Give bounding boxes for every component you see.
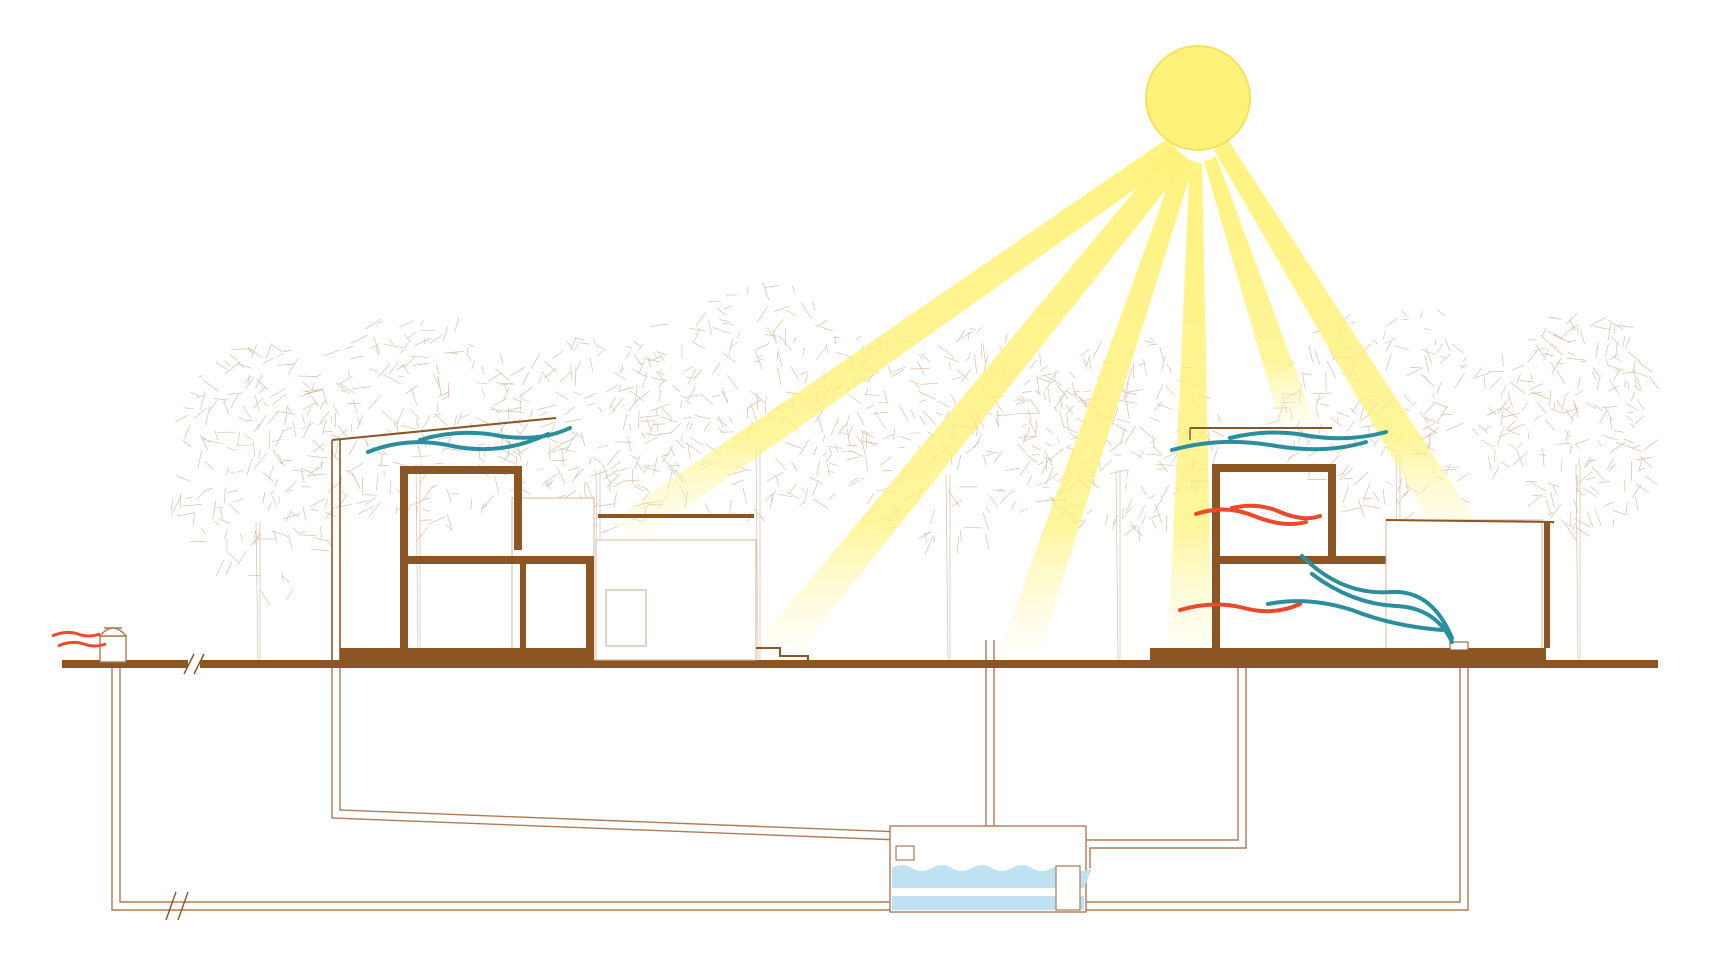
cool-airflow-arrow xyxy=(1300,554,1454,640)
roof-lid xyxy=(598,514,754,518)
door xyxy=(605,589,647,647)
wall xyxy=(514,466,522,550)
pipe-break-mark xyxy=(165,891,177,921)
ground-break-mark xyxy=(183,653,195,675)
cool-airflow-arrow xyxy=(1228,430,1388,441)
roof-canopy xyxy=(331,417,557,441)
sun-rays xyxy=(612,138,1482,650)
ground xyxy=(51,627,1658,675)
wall xyxy=(1544,522,1550,648)
warm-airflow-arrow xyxy=(1230,503,1322,521)
tree-sketch xyxy=(170,343,355,661)
cool-airflow-arrow xyxy=(418,426,572,442)
cool-airflow-arrow xyxy=(1266,599,1444,632)
tank-inlet-box xyxy=(895,845,915,861)
roof-slab xyxy=(1212,464,1336,472)
vent-grille xyxy=(1449,641,1469,651)
sun-ray xyxy=(612,138,1182,540)
tank-pump xyxy=(1055,865,1081,911)
cool-airflow-arrow xyxy=(1310,572,1454,644)
floor-slab xyxy=(340,648,594,662)
cool-airflow xyxy=(366,426,1454,644)
underground-pipe xyxy=(1089,668,1247,868)
tree-icon xyxy=(170,343,355,661)
underground-pipe xyxy=(111,660,1469,911)
ground-break-mark xyxy=(193,653,205,675)
wall xyxy=(520,556,526,648)
warm-airflow-arrow xyxy=(1194,507,1308,526)
sun-ray xyxy=(1214,140,1482,540)
warm-airflow-arrow xyxy=(51,630,101,638)
tree-icon xyxy=(301,317,529,661)
tree-sketch xyxy=(301,317,529,661)
wall xyxy=(1328,464,1336,558)
sun-ray xyxy=(1168,160,1212,650)
ground-line xyxy=(200,660,1658,668)
water-tank xyxy=(889,825,1092,913)
sun-ray xyxy=(1000,152,1194,650)
water-surface xyxy=(892,865,1092,888)
warm-airflow xyxy=(1178,503,1322,614)
floor-slab xyxy=(1212,556,1494,564)
underground-pipe xyxy=(1081,668,1239,868)
tree-icon xyxy=(1486,313,1660,661)
ground-line xyxy=(62,660,188,668)
underground-pipe xyxy=(119,660,1461,903)
roof-canopy xyxy=(1385,519,1555,523)
wall xyxy=(586,556,594,648)
warm-airflow-arrow xyxy=(1178,602,1302,614)
warm-airflow-arrow xyxy=(57,640,107,648)
roof-slab xyxy=(400,466,522,474)
floor-slab xyxy=(1150,648,1546,662)
step xyxy=(756,647,809,662)
sun-ray xyxy=(1204,156,1314,430)
sun-ray xyxy=(760,146,1188,650)
air-intake-vent xyxy=(98,627,128,663)
house-facade xyxy=(1385,519,1543,651)
cool-airflow-arrow xyxy=(1170,439,1368,452)
floor-slab xyxy=(400,556,594,564)
house-section xyxy=(331,417,809,662)
sun-icon xyxy=(1145,45,1251,151)
underground-pipe-network xyxy=(111,440,1469,921)
water-fill xyxy=(892,896,1084,910)
tree-sketch xyxy=(1486,313,1660,661)
cool-airflow-arrow xyxy=(366,432,550,454)
pipe-break-mark xyxy=(177,891,189,921)
